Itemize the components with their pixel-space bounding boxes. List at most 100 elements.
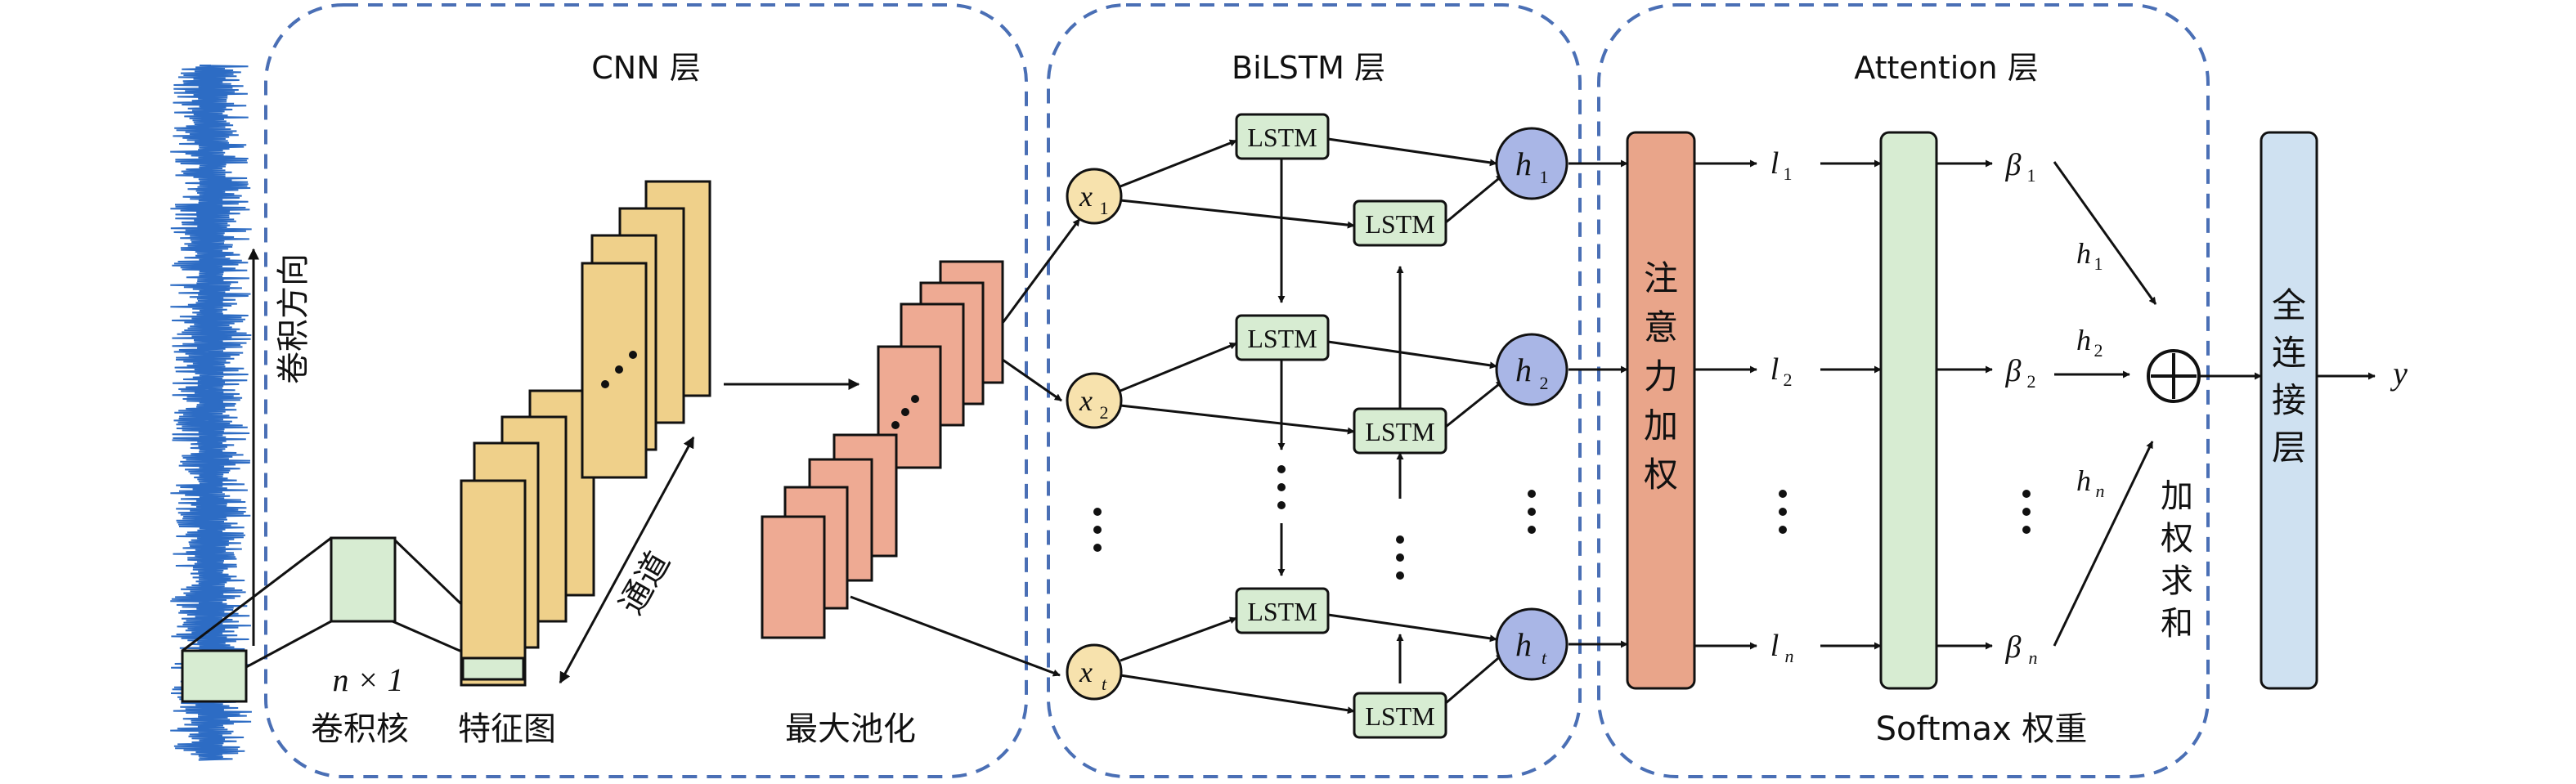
h-weight-label-n: h n xyxy=(2076,464,2105,501)
lstm-backward-2: LSTM xyxy=(1353,407,1447,455)
input-node-xt: x t xyxy=(1066,643,1123,701)
attention-panel-title: Attention 层 xyxy=(1854,50,2038,86)
feature-map-label: 特征图 xyxy=(458,710,556,748)
conv-direction-label: 卷积方向 xyxy=(275,253,312,384)
beta-ellipsis xyxy=(2022,490,2031,534)
svg-text:LSTM: LSTM xyxy=(1247,123,1317,152)
kernel-label: 卷积核 xyxy=(311,710,409,748)
svg-text:层: 层 xyxy=(2272,428,2306,468)
l-label-1: l 1 xyxy=(1770,146,1793,184)
beta-label-1: β 1 xyxy=(2005,148,2036,186)
svg-text:h: h xyxy=(1515,146,1532,182)
svg-text:LSTM: LSTM xyxy=(1365,209,1434,239)
beta-label-n: β n xyxy=(2005,630,2038,668)
svg-text:1: 1 xyxy=(1784,164,1793,184)
svg-text:1: 1 xyxy=(1540,167,1549,187)
svg-text:n: n xyxy=(2096,481,2105,501)
bilstm-ellipsis xyxy=(1093,465,1536,580)
feature-map-stack-upper xyxy=(581,180,711,479)
h-weight-label-2: h 2 xyxy=(2076,324,2103,361)
svg-text:2: 2 xyxy=(1784,370,1793,390)
input-node-x1: x 1 xyxy=(1066,168,1123,225)
lstm-cells: LSTM LSTM LSTM LSTM LSTM LSTM xyxy=(1235,113,1447,739)
beta-label-2: β 2 xyxy=(2005,354,2036,392)
svg-text:1: 1 xyxy=(2094,253,2103,274)
svg-text:2: 2 xyxy=(2094,340,2103,361)
svg-text:l: l xyxy=(1770,629,1779,663)
attention-weighting-block xyxy=(1626,131,1696,690)
softmax-block xyxy=(1879,131,1938,690)
svg-text:x: x xyxy=(1079,384,1093,417)
svg-text:t: t xyxy=(1102,674,1107,694)
max-pool-label: 最大池化 xyxy=(785,710,916,748)
svg-text:x: x xyxy=(1079,656,1093,688)
svg-text:1: 1 xyxy=(2027,165,2036,186)
cnn-panel-border xyxy=(264,3,1028,778)
l-ellipsis xyxy=(1779,490,1787,534)
attention-panel-border xyxy=(1597,3,2210,778)
attention-block-label: 注 意 力 加 权 xyxy=(1644,258,1678,495)
fully-connected-label: 全 连 接 层 xyxy=(2272,285,2306,468)
feature-map-stack-lower xyxy=(460,389,595,687)
conv-kernel xyxy=(330,536,397,623)
bilstm-panel-title: BiLSTM 层 xyxy=(1232,50,1385,86)
svg-text:n: n xyxy=(1785,646,1794,666)
input-node-x2: x 2 xyxy=(1066,372,1123,429)
svg-text:LSTM: LSTM xyxy=(1365,701,1434,731)
svg-text:2: 2 xyxy=(1540,373,1549,393)
svg-text:权: 权 xyxy=(2161,520,2193,558)
svg-text:h: h xyxy=(1515,626,1532,663)
summation-node xyxy=(2147,349,2201,403)
channel-label: 通道 xyxy=(613,545,678,620)
svg-text:h: h xyxy=(2076,464,2091,497)
svg-text:h: h xyxy=(2076,324,2091,356)
svg-text:LSTM: LSTM xyxy=(1247,597,1317,626)
vibration-signal-waveform xyxy=(170,65,252,761)
pool-to-input-arrows xyxy=(850,218,1081,677)
svg-text:LSTM: LSTM xyxy=(1247,324,1317,353)
svg-text:1: 1 xyxy=(1100,198,1109,218)
svg-text:权: 权 xyxy=(1644,455,1678,495)
svg-text:2: 2 xyxy=(1100,402,1109,423)
svg-text:力: 力 xyxy=(1644,356,1678,396)
softmax-label: Softmax 权重 xyxy=(1876,710,2088,748)
feature-map-ellipsis xyxy=(601,351,637,388)
svg-text:β: β xyxy=(2005,148,2022,182)
lstm-forward-t: LSTM xyxy=(1235,587,1330,634)
svg-text:LSTM: LSTM xyxy=(1365,417,1434,446)
attention-arrows xyxy=(1694,159,2376,650)
l-label-2: l 2 xyxy=(1770,352,1793,390)
svg-text:和: 和 xyxy=(2161,605,2193,643)
svg-text:2: 2 xyxy=(2027,371,2036,392)
svg-text:l: l xyxy=(1770,146,1779,181)
svg-text:加: 加 xyxy=(2161,477,2193,515)
output-y: y xyxy=(2390,355,2408,392)
weighted-sum-label: 加 权 求 和 xyxy=(2161,477,2193,643)
h-weight-label-1: h 1 xyxy=(2076,237,2103,274)
lstm-backward-1: LSTM xyxy=(1353,199,1447,247)
fully-connected-block xyxy=(2260,131,2318,690)
feature-map-kernel-slice xyxy=(461,656,525,681)
lstm-forward-1: LSTM xyxy=(1235,113,1330,160)
svg-text:β: β xyxy=(2005,354,2022,388)
svg-text:连: 连 xyxy=(2272,333,2306,373)
svg-text:h: h xyxy=(1515,352,1532,388)
bilstm-connections xyxy=(1120,137,1628,715)
lstm-backward-t: LSTM xyxy=(1353,692,1447,739)
kernel-size-label: n × 1 xyxy=(333,661,404,698)
svg-text:注: 注 xyxy=(1644,258,1678,298)
svg-text:全: 全 xyxy=(2272,285,2306,325)
svg-text:加: 加 xyxy=(1644,405,1678,446)
svg-text:t: t xyxy=(1542,647,1547,668)
svg-text:n: n xyxy=(2029,647,2038,668)
hidden-node-h1: h 1 xyxy=(1495,127,1568,200)
svg-text:h: h xyxy=(2076,237,2091,270)
cnn-panel-title: CNN 层 xyxy=(591,50,700,86)
lstm-forward-2: LSTM xyxy=(1235,314,1330,361)
max-pool-stack xyxy=(761,260,1004,639)
hidden-node-h2: h 2 xyxy=(1495,333,1568,406)
svg-text:l: l xyxy=(1770,352,1779,387)
channel-arrow xyxy=(559,436,695,684)
svg-text:接: 接 xyxy=(2272,380,2306,420)
